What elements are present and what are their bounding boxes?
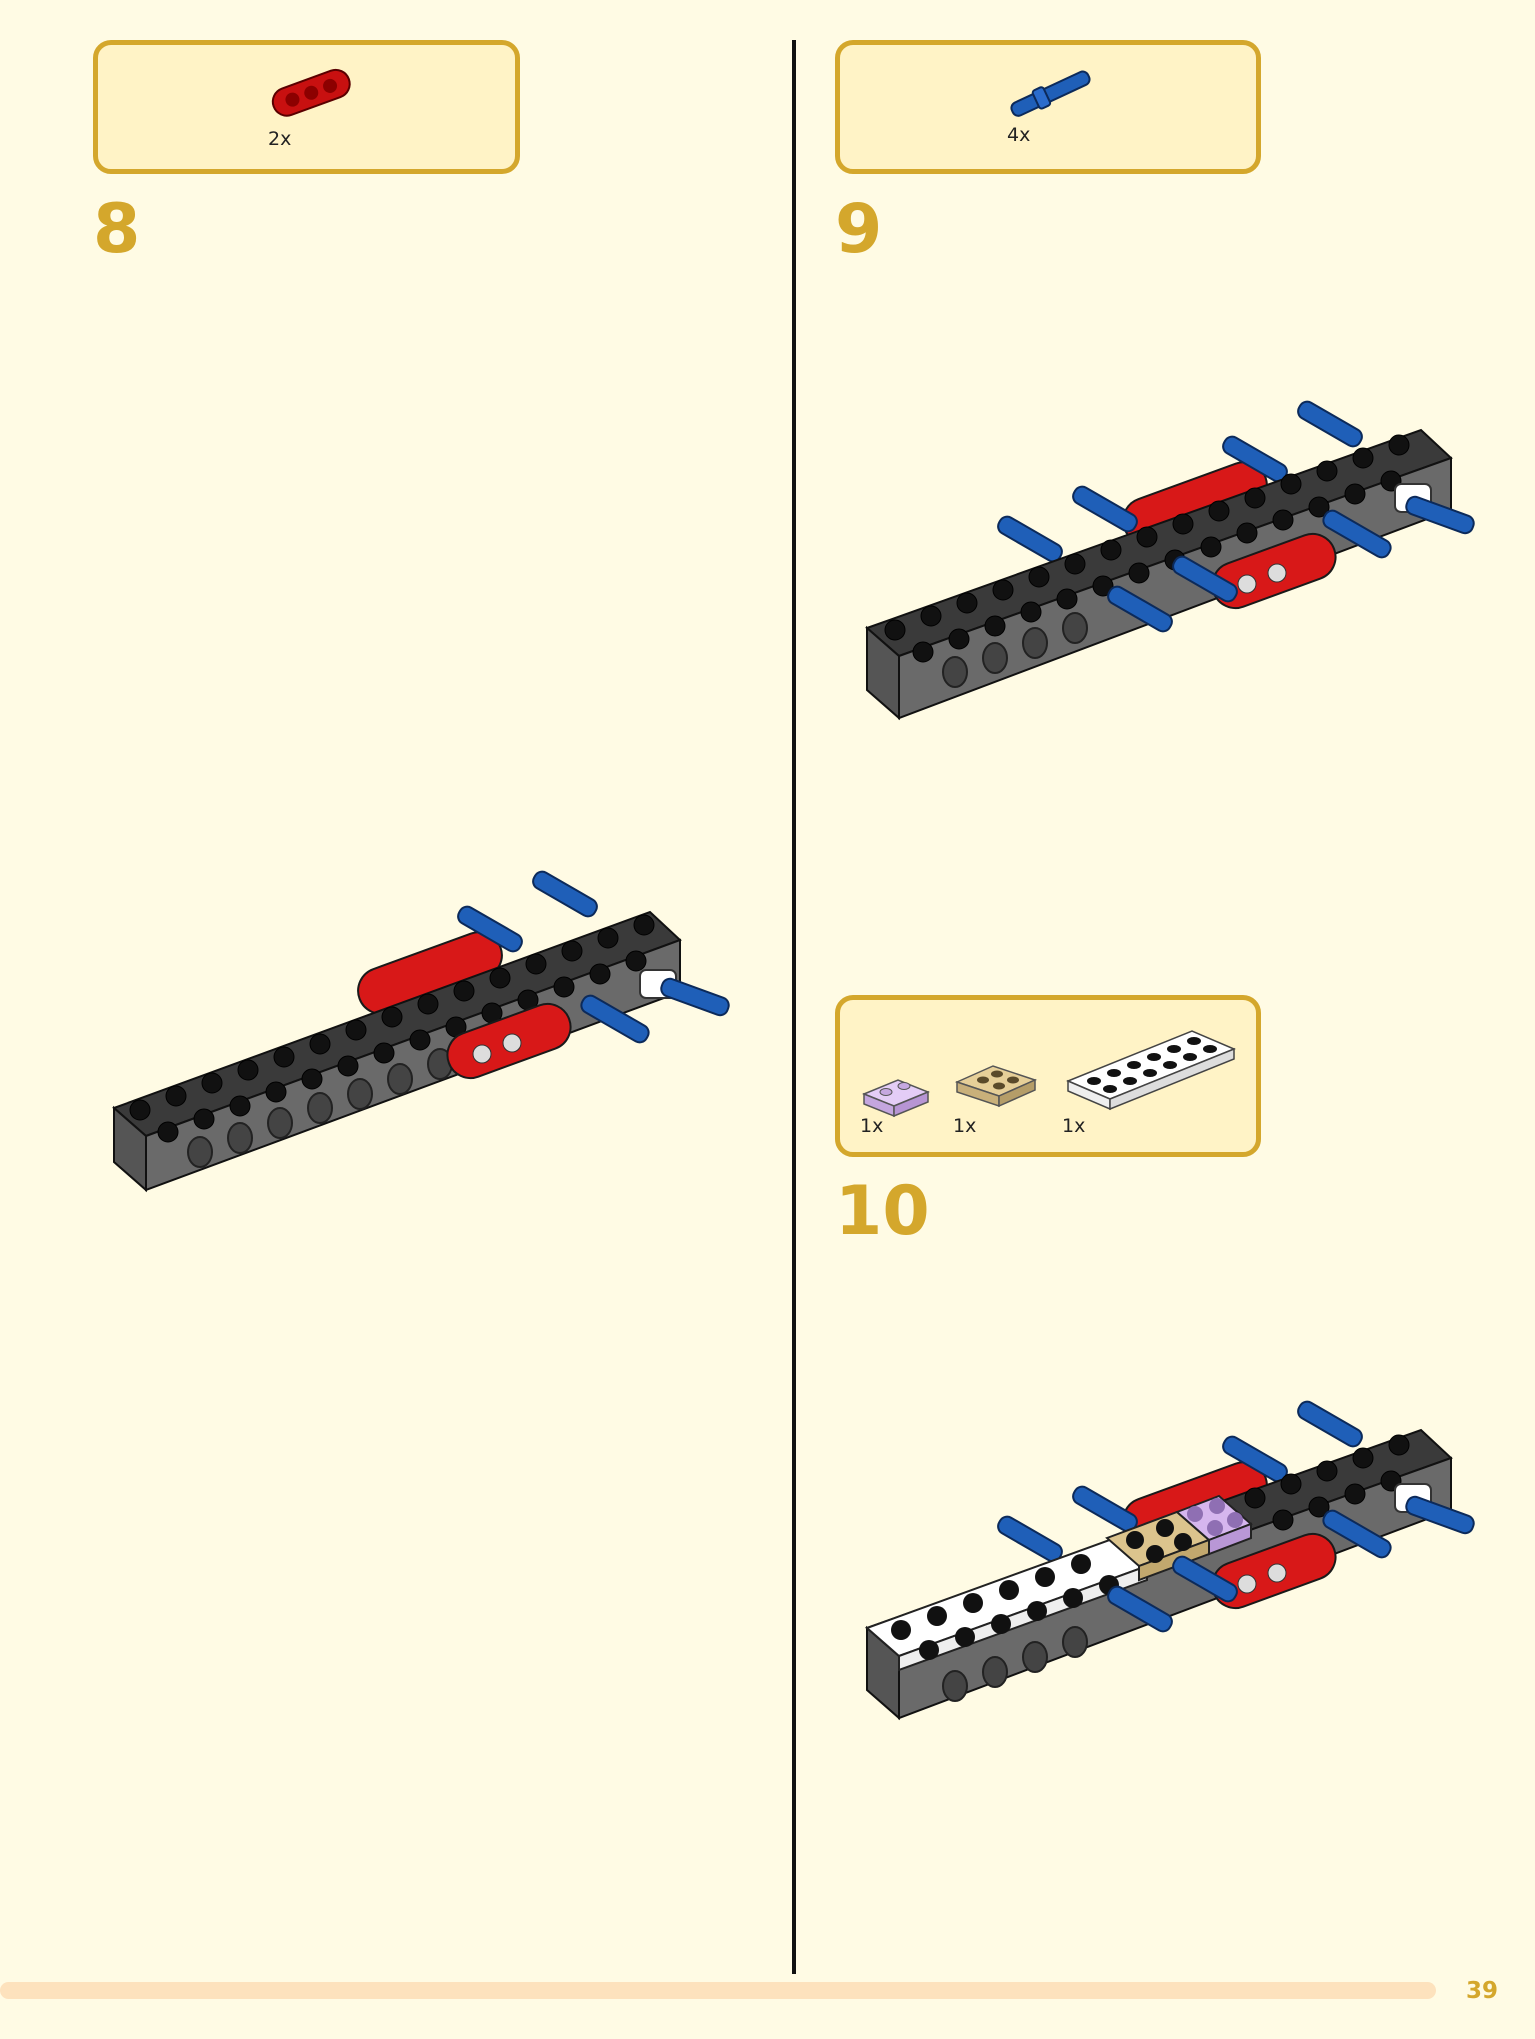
brick-side (113, 1105, 147, 1193)
blue-pin-part-icon (1010, 70, 1091, 117)
column-divider (792, 40, 796, 1974)
step-9-part-quantity: 4x (1007, 124, 1031, 146)
red-liftarm-part-icon (271, 68, 351, 117)
page-number: 39 (1466, 1978, 1499, 2004)
blue-pin-front-2 (660, 977, 730, 1017)
footer-bar (0, 1982, 1436, 1999)
step-8-number: 8 (93, 190, 141, 269)
tan-plate-part-icon (954, 1065, 1038, 1108)
step-10-part-3-quantity: 1x (1062, 1115, 1086, 1137)
step-9-parts-box: 4x (835, 40, 1261, 174)
step-10-part-1-quantity: 1x (860, 1115, 884, 1137)
blue-pin-back-1 (457, 905, 523, 953)
step-9-model-illustration (865, 400, 1475, 721)
blue-pin-front-1 (580, 994, 650, 1044)
step-10-part-2-quantity: 1x (953, 1115, 977, 1137)
white-plate-part-icon (1066, 1030, 1236, 1111)
step-10-model-illustration (865, 1400, 1475, 1721)
blue-pin-back-2 (532, 870, 598, 918)
brick-studs (129, 914, 655, 1143)
step-8-model-illustration (112, 870, 730, 1193)
step-8-parts-box: 2x (93, 40, 520, 174)
brick-holes (187, 1048, 453, 1168)
step-10-parts-box: 1x 1x 1x (835, 995, 1261, 1157)
lavender-plate-part-icon (862, 1079, 930, 1118)
step-10-number: 10 (835, 1172, 930, 1251)
step-8-part-quantity: 2x (268, 128, 292, 150)
step-9-number: 9 (835, 190, 883, 269)
